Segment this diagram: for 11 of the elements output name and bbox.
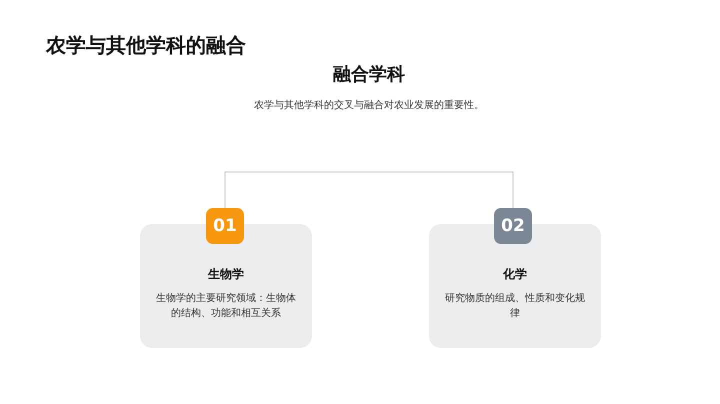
number-badge: 01 (206, 208, 244, 244)
card-description: 研究物质的组成、性质和变化规律 (445, 292, 585, 321)
section-heading: 融合学科 (333, 63, 405, 86)
card-heading: 生物学 (208, 266, 244, 283)
connector-line (368, 172, 514, 208)
card-heading: 化学 (503, 266, 527, 283)
card-description: 生物学的主要研究领域：生物体的结构、功能和相互关系 (156, 292, 296, 321)
section-subtitle: 农学与其他学科的交叉与融合对农业发展的重要性。 (254, 98, 484, 112)
number-badge: 02 (494, 208, 532, 244)
page-title: 农学与其他学科的融合 (46, 32, 246, 59)
connector-line (224, 172, 370, 208)
